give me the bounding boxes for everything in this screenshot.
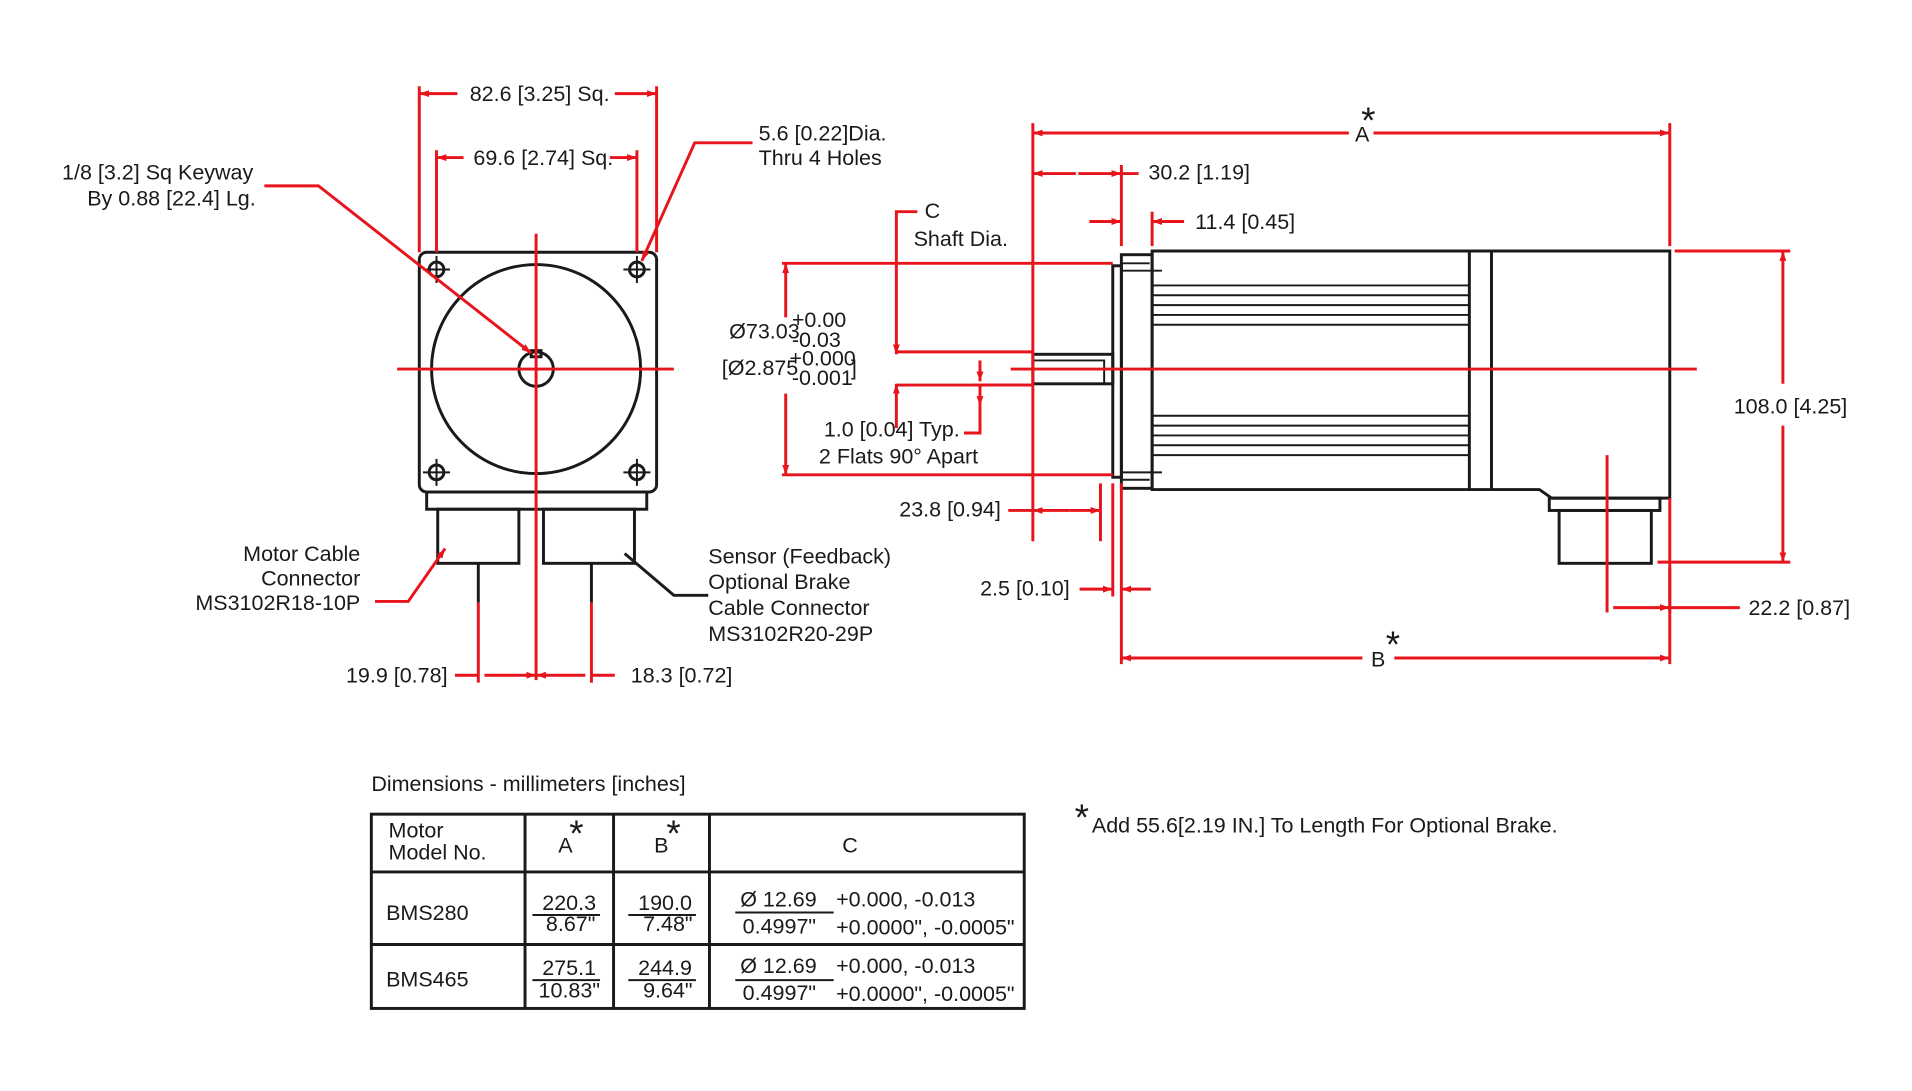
pilot-dia-in-open: [Ø2.875 xyxy=(722,356,799,380)
pilot-tol-top: +0.00 xyxy=(792,308,846,332)
sensor-connector-line4: MS3102R20-29P xyxy=(708,622,873,646)
brake-note: Add 55.6[2.19 IN.] To Length For Optiona… xyxy=(1092,814,1558,838)
flats-note-line1: 1.0 [0.04] Typ. xyxy=(824,418,960,442)
dimension-table: Dimensions - millimeters [inches] Motor … xyxy=(369,772,1026,1010)
header-model-line2: Model No. xyxy=(389,841,487,865)
row-c-in: 0.4997" xyxy=(743,981,816,1005)
row-model: BMS280 xyxy=(386,901,469,925)
motor-connector-box xyxy=(436,507,521,565)
row-a-in: 10.83" xyxy=(539,978,600,1002)
row-c-tol-mm: +0.000, -0.013 xyxy=(836,954,975,978)
dim-b-letter: B xyxy=(1371,648,1385,672)
flats-note-line2: 2 Flats 90° Apart xyxy=(819,445,978,469)
row-model: BMS465 xyxy=(386,967,469,991)
side-view: A * 30.2 [1.19] 11.4 [0.45] C Shaft Dia.… xyxy=(722,100,1850,672)
dim-left-connector: 19.9 [0.78] xyxy=(346,664,448,688)
row-a-mm: 275.1 xyxy=(542,956,596,980)
dim-outer-square: 82.6 [3.25] Sq. xyxy=(470,82,610,106)
row-b-mm: 244.9 xyxy=(638,956,692,980)
dim-25: 2.5 [0.10] xyxy=(980,576,1070,600)
front-centerlines xyxy=(397,233,674,681)
pilot-dia-in-close: ] xyxy=(851,356,857,380)
dim-a-letter: A xyxy=(1355,123,1370,147)
motor-connector-line3: MS3102R18-10P xyxy=(195,591,360,615)
sensor-connector-line2: Optional Brake xyxy=(708,570,850,594)
header-model-line1: Motor xyxy=(389,819,444,843)
shaft-dia-label: Shaft Dia. xyxy=(914,227,1008,251)
row-b-in: 9.64" xyxy=(643,978,692,1002)
dim-108: 108.0 [4.25] xyxy=(1734,394,1848,418)
mounting-hole-icon xyxy=(422,255,651,486)
table-row: BMS280 220.3 8.67" 190.0 7.48" Ø 12.69 0… xyxy=(386,887,1014,939)
brake-note-asterisk: * xyxy=(1075,797,1089,838)
pilot-in-tol-top: +0.000 xyxy=(789,346,855,370)
header-a: A xyxy=(558,833,573,857)
side-connector-strip xyxy=(1547,496,1662,512)
row-b-in: 7.48" xyxy=(643,912,692,936)
dim-11: 11.4 [0.45] xyxy=(1195,210,1295,234)
row-a-in: 8.67" xyxy=(546,912,595,936)
header-b-asterisk: * xyxy=(666,813,680,854)
keyway-note-line2: By 0.88 [22.4] Lg. xyxy=(87,187,256,211)
table-caption: Dimensions - millimeters [inches] xyxy=(371,772,685,796)
dim-23: 23.8 [0.94] xyxy=(899,498,1001,522)
header-c: C xyxy=(842,833,858,857)
keyway-note-line1: 1/8 [3.2] Sq Keyway xyxy=(62,161,253,185)
sensor-leader xyxy=(623,552,709,597)
dim-a-asterisk: * xyxy=(1361,100,1375,141)
side-connector-box xyxy=(1557,508,1653,565)
sensor-connector-box xyxy=(541,507,636,565)
front-flange-outline xyxy=(417,250,659,494)
dim-c-letter: C xyxy=(925,199,941,223)
dim-bolt-square: 69.6 [2.74] Sq. xyxy=(473,146,613,170)
dim-right-connector: 18.3 [0.72] xyxy=(631,664,733,688)
row-c-tol-in: +0.0000", -0.0005" xyxy=(836,916,1014,940)
sensor-connector-line3: Cable Connector xyxy=(708,596,869,620)
pilot-tol-bot: -0.03 xyxy=(792,328,841,352)
motor-connector-line1: Motor Cable xyxy=(243,542,360,566)
row-c-tol-mm: +0.000, -0.013 xyxy=(836,887,975,911)
dim-b-asterisk: * xyxy=(1386,624,1400,665)
row-c-tol-in: +0.0000", -0.0005" xyxy=(836,982,1014,1006)
mount-flange xyxy=(1119,253,1154,490)
row-a-mm: 220.3 xyxy=(542,891,596,915)
cooling-fins xyxy=(1152,284,1470,457)
header-b: B xyxy=(654,833,668,857)
row-c-in: 0.4997" xyxy=(743,914,816,938)
table-row: BMS465 275.1 10.83" 244.9 9.64" Ø 12.69 … xyxy=(386,954,1014,1006)
sensor-connector-line1: Sensor (Feedback) xyxy=(708,544,891,568)
pilot-in-tol-bot: -0.001 xyxy=(792,366,853,390)
dim-30: 30.2 [1.19] xyxy=(1148,161,1250,185)
row-b-mm: 190.0 xyxy=(638,891,692,915)
hole-note-line1: 5.6 [0.22]Dia. xyxy=(759,121,887,145)
side-body-outline xyxy=(1150,249,1672,500)
hole-note-line2: Thru 4 Holes xyxy=(759,146,882,170)
dim-22: 22.2 [0.87] xyxy=(1748,596,1850,620)
row-c-mm: Ø 12.69 xyxy=(740,887,816,911)
header-a-asterisk: * xyxy=(569,813,583,854)
motor-connector-line2: Connector xyxy=(261,566,360,590)
front-view: 82.6 [3.25] Sq. 69.6 [2.74] Sq. 5.6 [0.2… xyxy=(62,82,891,688)
row-c-mm: Ø 12.69 xyxy=(740,954,816,978)
pilot-dia-mm: Ø73.03 xyxy=(729,319,800,343)
